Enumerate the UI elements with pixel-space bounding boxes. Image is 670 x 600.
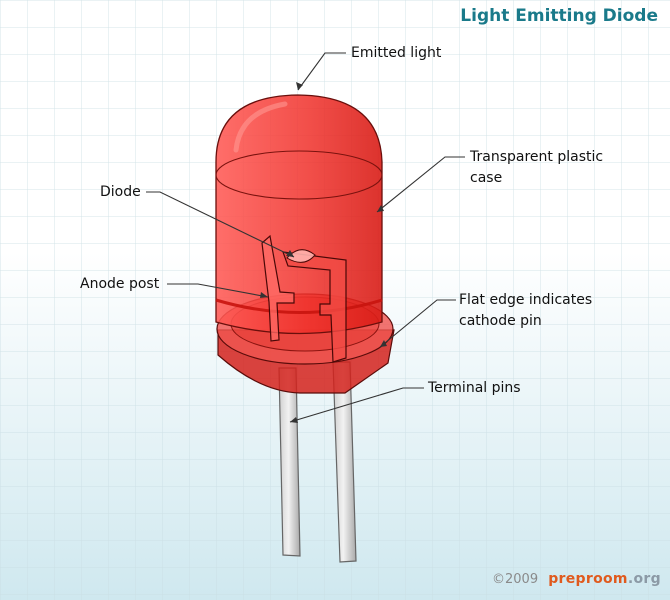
anode-post	[261, 234, 295, 342]
leader-flat-edge	[379, 299, 456, 348]
leader-lines	[146, 52, 465, 423]
label-diode: Diode	[100, 184, 141, 200]
label-anode-post: Anode post	[80, 276, 160, 292]
label-flat-edge-line2: cathode pin	[459, 313, 542, 329]
brand-part1: prepr	[548, 571, 594, 587]
copyright-text: ©2009	[492, 572, 539, 587]
leader-arrowheads	[260, 82, 387, 423]
leader-transparent-case	[376, 156, 465, 213]
label-transparent-case-line1: Transparent plastic	[470, 149, 604, 165]
label-flat-edge-line1: Flat edge indicates	[459, 292, 593, 308]
brand-part4: .org	[627, 571, 661, 587]
leader-anode-post	[167, 283, 269, 298]
leader-diode	[146, 191, 295, 258]
diode-chip	[286, 249, 316, 263]
cathode-post	[282, 251, 347, 363]
leader-terminal-pins	[289, 387, 424, 423]
leader-emitted-light	[297, 52, 346, 91]
transparent-plastic-case	[215, 94, 383, 335]
diagram-title: Light Emitting Diode	[460, 6, 658, 26]
brand-logo: preproom.org	[548, 571, 661, 587]
label-terminal-pins: Terminal pins	[428, 380, 521, 396]
brand-part2: o	[593, 571, 604, 587]
label-emitted-light: Emitted light	[351, 45, 442, 61]
label-transparent-case-line2: case	[470, 170, 503, 186]
footer: ©2009 preproom.org	[492, 571, 661, 587]
brand-part3: om	[603, 571, 628, 587]
